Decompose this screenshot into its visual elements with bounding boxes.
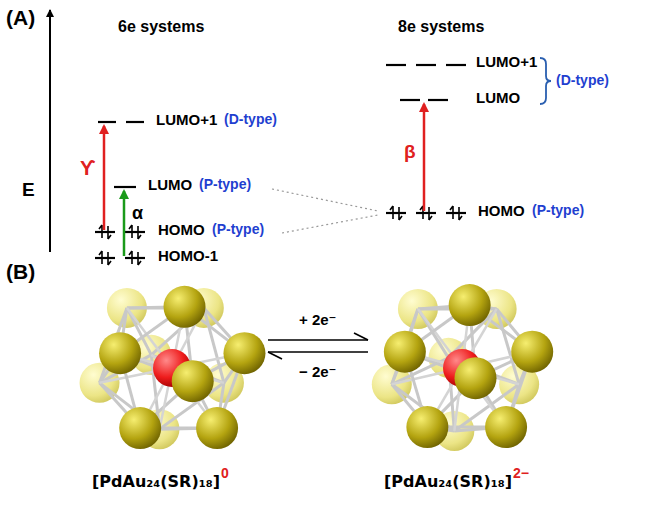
d-type-bracket	[540, 58, 551, 104]
orbital-type: (D-type)	[224, 112, 277, 127]
redox-label: − 2e⁻	[299, 364, 337, 381]
cluster-charge: 2−	[513, 466, 529, 481]
orbital-type: (P-type)	[199, 177, 251, 192]
energy-axis	[49, 10, 51, 252]
electron-pairs	[99, 206, 462, 265]
axis-label: E	[22, 180, 35, 201]
system-heading: 6e systems	[118, 18, 204, 36]
beta-transition	[423, 104, 426, 211]
alpha-transition	[123, 191, 126, 256]
system-heading: 8e systems	[398, 18, 484, 36]
level-label: LUMO+1	[476, 54, 537, 71]
level-label: HOMO	[158, 222, 205, 239]
redox-label: + 2e⁻	[299, 312, 337, 329]
panel-label: (A)	[6, 6, 35, 29]
cluster-neutral	[80, 286, 266, 449]
cluster-formula: [PdAu₂₄(SR)₁₈]	[92, 473, 220, 491]
levels-8e	[386, 65, 466, 213]
level-label: LUMO+1	[156, 112, 217, 129]
transition-label: ϒ	[80, 157, 95, 179]
upsilon-transition	[103, 126, 106, 230]
orbital-type: (P-type)	[212, 222, 264, 237]
correlation-lines	[272, 189, 378, 233]
level-label: LUMO	[148, 177, 192, 194]
cluster-charge: 0	[221, 466, 229, 481]
level-label: HOMO	[478, 203, 525, 220]
transition-label: α	[132, 204, 143, 224]
cluster-dianion	[372, 284, 553, 451]
transition-label: β	[404, 142, 416, 163]
redox-arrows	[268, 333, 368, 359]
cluster-formula: [PdAu₂₄(SR)₁₈]	[384, 473, 512, 491]
levels-6e	[95, 122, 145, 258]
orbital-type: (P-type)	[532, 203, 584, 218]
level-label: HOMO-1	[158, 248, 218, 265]
panel-label: (B)	[6, 260, 35, 283]
level-label: LUMO	[476, 90, 520, 107]
orbital-type: (D-type)	[556, 73, 609, 88]
